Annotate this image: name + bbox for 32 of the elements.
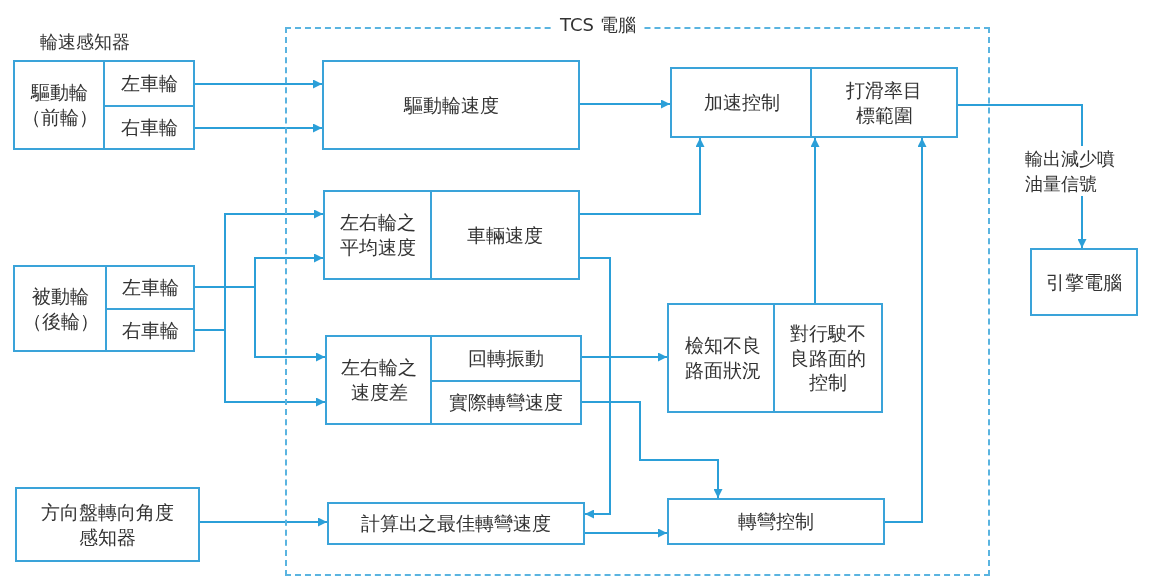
arrow [199, 517, 328, 527]
box-text: 檢知不良路面狀況 [684, 333, 762, 383]
arrow [581, 352, 668, 362]
arrow [579, 257, 611, 519]
block-box [323, 190, 580, 280]
arrow [810, 137, 820, 304]
arrow [194, 79, 323, 89]
arrow [581, 401, 723, 499]
group-heading: 輪速感知器 [40, 30, 130, 54]
arrow [194, 123, 323, 133]
block-box [667, 303, 883, 413]
frame-title: TCS 電腦 [552, 13, 644, 37]
process-box: 方向盤轉向角度感知器 [15, 487, 200, 562]
process-box: 轉彎控制 [667, 498, 885, 545]
box-text: 被動輪（後輪） [22, 283, 100, 334]
arrow [579, 99, 671, 109]
process-box: 引擎電腦 [1030, 248, 1138, 316]
box-text: 左右輪之速度差 [340, 355, 419, 405]
arrow [579, 137, 705, 215]
arrow [884, 137, 927, 523]
block-box [13, 60, 195, 150]
process-box: 驅動輪速度 [322, 60, 580, 150]
box-text: 加速控制 [704, 90, 780, 115]
box-text: 驅動輪（前輪） [21, 80, 99, 130]
box-text: 左右輪之平均速度 [339, 210, 418, 260]
block-box [670, 67, 958, 138]
arrow [194, 286, 326, 362]
arrow [194, 329, 326, 407]
arrow [584, 528, 668, 538]
block-box [325, 335, 582, 425]
block-box [13, 265, 195, 352]
process-box: 計算出之最佳轉彎速度 [327, 502, 585, 545]
